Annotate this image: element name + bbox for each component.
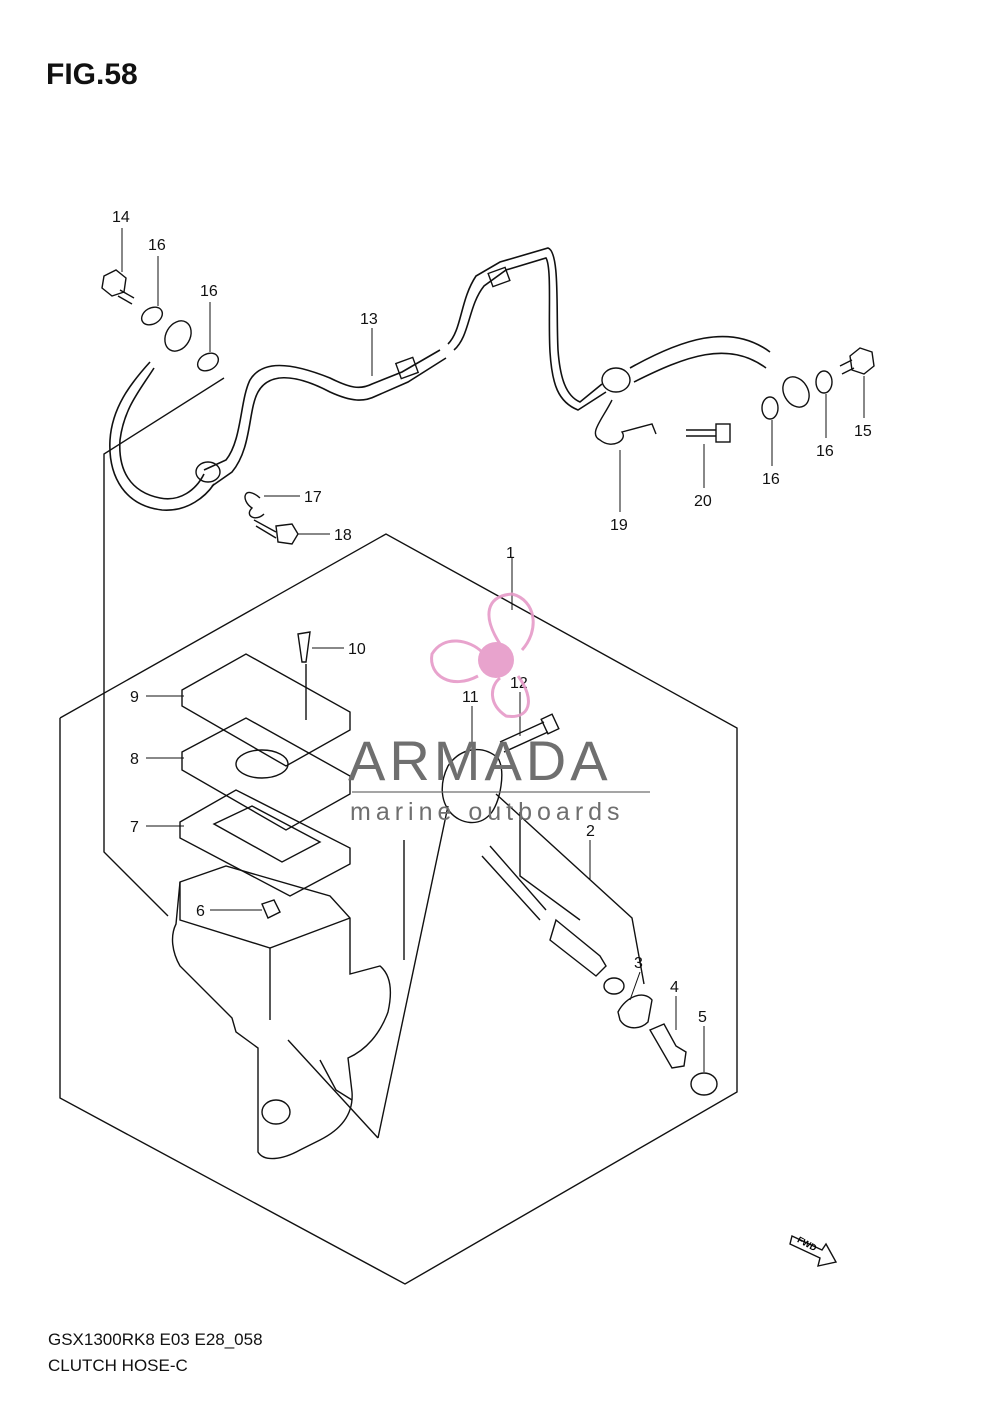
callout-15: 15 [854, 423, 872, 440]
diaphragm-7 [179, 789, 351, 897]
banjo-fitting-left [164, 320, 192, 352]
callout-5: 5 [698, 1009, 707, 1026]
pushrod-bolt-12 [499, 713, 560, 753]
clutch-hose [109, 247, 771, 511]
banjo-fitting-right [782, 376, 810, 408]
callout-1: 1 [506, 545, 515, 562]
callout-16-b: 16 [200, 283, 218, 300]
washer-16-c [761, 396, 779, 420]
watermark-brand: ARMADA [348, 729, 612, 792]
washer-16-d [815, 370, 833, 394]
callout-17: 17 [304, 489, 322, 506]
callout-4: 4 [670, 979, 679, 996]
washer-16-b [196, 352, 220, 372]
circlip-3 [603, 977, 625, 995]
callout-6: 6 [196, 903, 205, 920]
reservoir-cover-9 [181, 653, 351, 767]
callout-16-c: 16 [762, 471, 780, 488]
hose-fitting-right [601, 367, 631, 393]
clamp-17 [244, 491, 265, 519]
pushrod-4 [648, 1023, 687, 1069]
leader-cap-to-boot [495, 793, 645, 985]
callout-8: 8 [130, 751, 139, 768]
callout-14: 14 [112, 209, 130, 226]
figure-caption: CLUTCH HOSE-C [48, 1356, 188, 1375]
screw-10 [297, 631, 311, 663]
diaphragm-opening [235, 749, 289, 779]
master-cylinder-body [171, 865, 392, 1160]
clamp-19 [594, 399, 657, 445]
hose-sleeve-mid [394, 356, 420, 380]
callout-16-a: 16 [148, 237, 166, 254]
boot-3 [617, 994, 653, 1029]
watermark-tagline: marine outboards [350, 798, 625, 826]
callout-16-d: 16 [816, 443, 834, 460]
bolt-20 [686, 423, 731, 443]
leader-hose-to-cylinder [103, 377, 225, 917]
hose-fitting-left [195, 461, 221, 483]
fwd-arrow: FWD [789, 1235, 838, 1267]
callout-19: 19 [610, 517, 628, 534]
diaphragm-inner [212, 805, 322, 863]
callout-12: 12 [510, 675, 528, 692]
diaphragm-plate-8 [181, 717, 351, 831]
banjo-bolt-right [839, 347, 875, 375]
callout-9: 9 [130, 689, 139, 706]
assembly-outline [59, 533, 738, 1285]
banjo-bolt-left [101, 269, 135, 305]
callout-2: 2 [586, 823, 595, 840]
leader-cylinder-to-cap-2 [287, 1039, 379, 1139]
bolt-18 [253, 519, 299, 545]
piston-2 [549, 918, 607, 977]
model-code: GSX1300RK8 E03 E28_058 [48, 1330, 263, 1349]
leader-piston [519, 812, 581, 921]
callout-13: 13 [360, 311, 378, 328]
callout-11: 11 [462, 689, 479, 706]
armada-logo [430, 592, 535, 718]
washer-16-a [140, 306, 164, 326]
spring [481, 845, 547, 921]
figure-title: FIG.58 [46, 58, 138, 91]
callout-7: 7 [130, 819, 139, 836]
boot-cap-5 [690, 1072, 718, 1096]
callout-3: 3 [634, 955, 643, 972]
reservoir-cap-11 [441, 748, 503, 824]
callout-18: 18 [334, 527, 352, 544]
callout-20: 20 [694, 493, 712, 510]
callout-10: 10 [348, 641, 366, 658]
plug-6 [261, 899, 281, 919]
hose-sleeve-upper [487, 266, 511, 288]
leader-cylinder-to-cap [377, 805, 449, 1139]
